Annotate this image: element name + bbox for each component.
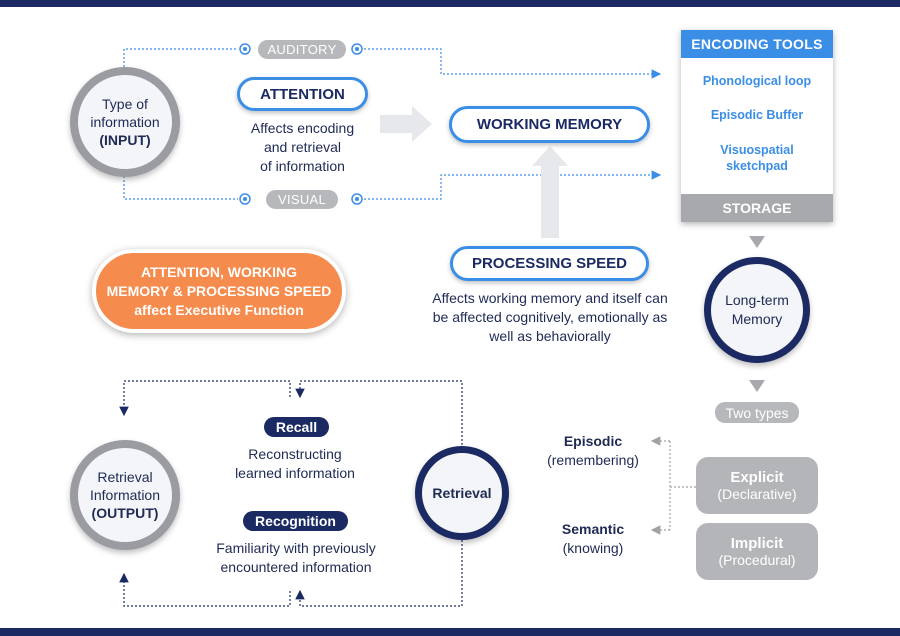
attention-arrow xyxy=(380,106,432,142)
processing-desc-line1: Affects working memory and itself can xyxy=(432,290,668,306)
recall-description: Reconstructing learned information xyxy=(205,445,385,483)
executive-function-pill: ATTENTION, WORKING MEMORY & PROCESSING S… xyxy=(92,249,346,333)
visual-label: VISUAL xyxy=(266,190,338,209)
episodic-sub: (remembering) xyxy=(547,452,639,468)
processing-desc-line3: well as behaviorally xyxy=(489,328,611,344)
semantic-title: Semantic xyxy=(561,521,625,537)
episodic-title: Episodic xyxy=(563,433,623,449)
encoding-tools-title: ENCODING TOOLS xyxy=(681,30,833,58)
retrieval-circle: Retrieval xyxy=(415,446,509,540)
attention-description: Affects encoding and retrieval of inform… xyxy=(215,119,390,176)
visuospatial-line2: sketchpad xyxy=(726,159,788,173)
long-term-memory-circle: Long-term Memory xyxy=(704,257,810,363)
input-line2: information xyxy=(90,114,160,130)
visuospatial-sketchpad: Visuospatial sketchpad xyxy=(681,142,833,174)
implicit-title: Implicit xyxy=(730,535,784,552)
visuospatial-line1: Visuospatial xyxy=(720,143,794,157)
processing-desc-line2: be affected cognitively, emotionally as xyxy=(432,309,668,325)
explicit-title: Explicit xyxy=(730,469,784,486)
implicit-box: Implicit (Procedural) xyxy=(696,523,818,580)
recognition-desc-line2: encountered information xyxy=(220,559,372,575)
recognition-pill: Recognition xyxy=(243,511,348,531)
retrieval-label: Retrieval xyxy=(432,485,492,501)
episodic-memory: Episodic (remembering) xyxy=(533,432,653,470)
recall-desc-line1: Reconstructing xyxy=(248,446,342,462)
retrieval-loop xyxy=(119,380,463,607)
input-line1: Type of xyxy=(102,96,148,112)
output-line2: Information xyxy=(89,487,161,503)
output-circle: Retrieval Information (OUTPUT) xyxy=(70,440,180,550)
working-memory-pill: WORKING MEMORY xyxy=(449,106,650,143)
processing-speed-description: Affects working memory and itself can be… xyxy=(398,289,702,346)
episodic-buffer: Episodic Buffer xyxy=(710,108,804,122)
executive-line1: ATTENTION, WORKING xyxy=(140,263,298,280)
attention-desc-line2: and retrieval xyxy=(263,139,342,155)
output-line1: Retrieval xyxy=(97,469,153,485)
lt-chevron xyxy=(749,380,765,392)
top-bar xyxy=(0,0,900,7)
phonological-loop: Phonological loop xyxy=(702,74,812,88)
explicit-sub: (Declarative) xyxy=(717,486,797,502)
executive-line3: affect Executive Function xyxy=(134,301,304,318)
long-term-line1: Long-term xyxy=(725,292,789,308)
visual-path xyxy=(123,170,662,200)
recognition-desc-line1: Familiarity with previously xyxy=(216,540,376,556)
recall-desc-line2: learned information xyxy=(235,465,355,481)
encoding-tools-box: ENCODING TOOLS Phonological loop Episodi… xyxy=(681,30,833,222)
semantic-memory: Semantic (knowing) xyxy=(533,520,653,558)
processing-arrow xyxy=(532,146,568,238)
recall-pill: Recall xyxy=(264,417,329,437)
attention-desc-line3: of information xyxy=(260,158,345,174)
storage-label: STORAGE xyxy=(681,194,833,222)
attention-desc-line1: Affects encoding xyxy=(250,120,355,136)
recognition-description: Familiarity with previously encountered … xyxy=(190,539,402,577)
input-line3: (INPUT) xyxy=(99,132,151,148)
explicit-box: Explicit (Declarative) xyxy=(696,457,818,514)
attention-pill: ATTENTION xyxy=(237,77,368,111)
auditory-label: AUDITORY xyxy=(258,40,346,59)
output-line3: (OUTPUT) xyxy=(91,505,159,521)
processing-speed-pill: PROCESSING SPEED xyxy=(450,246,649,281)
executive-line2: MEMORY & PROCESSING SPEED xyxy=(106,282,332,299)
bottom-bar xyxy=(0,628,900,636)
long-term-line2: Memory xyxy=(731,311,783,327)
auditory-path xyxy=(123,48,662,95)
implicit-sub: (Procedural) xyxy=(718,552,796,568)
semantic-sub: (knowing) xyxy=(562,540,624,556)
storage-chevron xyxy=(749,236,765,248)
input-circle: Type of information (INPUT) xyxy=(70,67,180,177)
two-types-label: Two types xyxy=(715,402,799,423)
